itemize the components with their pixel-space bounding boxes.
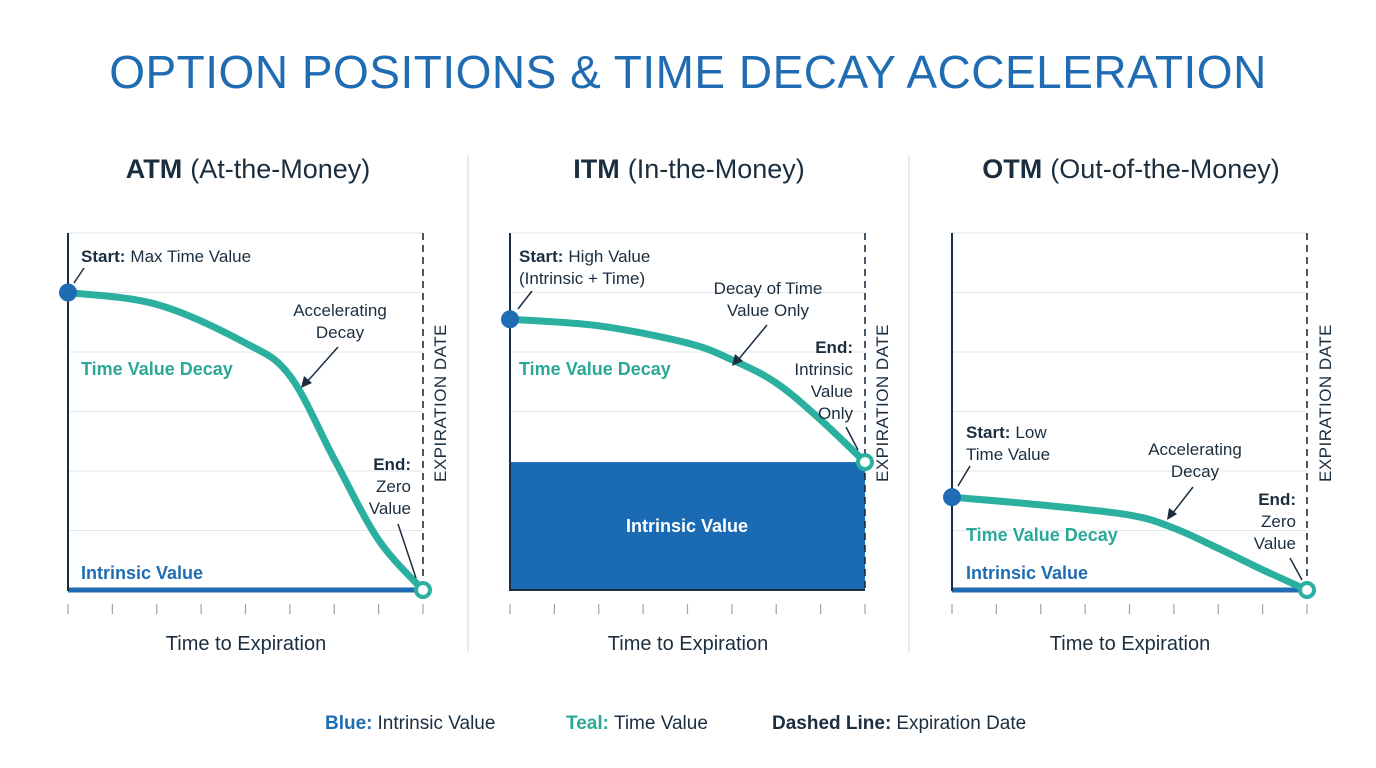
start-label: Start:Max Time Value bbox=[81, 247, 251, 266]
start-point-marker bbox=[943, 488, 961, 507]
end-point-marker bbox=[1298, 581, 1316, 599]
panel-full: (In-the-Money) bbox=[628, 154, 805, 184]
start-label: Start:High Value(Intrinsic + Time) bbox=[519, 247, 650, 288]
time-value-curve bbox=[948, 493, 1311, 594]
x-axis-label: Time to Expiration bbox=[1050, 633, 1210, 655]
intrinsic-label: Intrinsic Value bbox=[966, 563, 1088, 583]
start-leader-line bbox=[957, 465, 971, 487]
expiration-date-label: EXPIRATION DATE bbox=[431, 324, 450, 482]
start-point-marker bbox=[501, 310, 519, 329]
panel-title-atm: ATM (At-the-Money) bbox=[126, 154, 371, 184]
end-leader-line bbox=[1289, 557, 1303, 581]
x-axis-label: Time to Expiration bbox=[166, 633, 326, 655]
time-value-curve bbox=[506, 315, 869, 466]
end-leader-line bbox=[397, 523, 417, 579]
end-point-marker bbox=[414, 581, 432, 599]
panel-title-otm: OTM (Out-of-the-Money) bbox=[982, 154, 1280, 184]
arrow-line bbox=[305, 346, 339, 384]
arrow-head-icon bbox=[732, 354, 743, 366]
x-axis-label: Time to Expiration bbox=[608, 633, 768, 655]
decay-label: Time Value Decay bbox=[519, 359, 671, 379]
arrow-head-icon bbox=[1167, 508, 1177, 520]
legend-item-dashed: Dashed Line:Expiration Date bbox=[772, 713, 1026, 734]
end-leader-line bbox=[845, 426, 859, 451]
panel-abbr: ITM bbox=[573, 154, 620, 184]
decay-label: Time Value Decay bbox=[966, 525, 1118, 545]
panel-title-itm: ITM (In-the-Money) bbox=[573, 154, 805, 184]
start-leader-line bbox=[73, 267, 85, 284]
decay-label: Time Value Decay bbox=[81, 359, 233, 379]
intrinsic-label: Intrinsic Value bbox=[626, 516, 748, 536]
arrow-line bbox=[737, 324, 768, 361]
panel-full: (At-the-Money) bbox=[190, 154, 370, 184]
intrinsic-value-area bbox=[510, 462, 865, 590]
expiration-date-label: EXPIRATION DATE bbox=[1316, 324, 1335, 482]
panel-full: (Out-of-the-Money) bbox=[1050, 154, 1280, 184]
start-leader-line bbox=[517, 290, 533, 310]
time-value-curve bbox=[64, 289, 427, 594]
legend-item-teal: Teal:Time Value bbox=[566, 713, 708, 734]
itm-annotations: Start:High Value(Intrinsic + Time) Decay… bbox=[517, 247, 892, 536]
intrinsic-label: Intrinsic Value bbox=[81, 563, 203, 583]
plots bbox=[59, 232, 1316, 614]
panel-abbr: OTM bbox=[982, 154, 1042, 184]
page-title: OPTION POSITIONS & TIME DECAY ACCELERATI… bbox=[109, 46, 1267, 98]
arrow-line bbox=[1171, 486, 1194, 515]
expiration-date-label: EXPIRATION DATE bbox=[873, 324, 892, 482]
panel-abbr: ATM bbox=[126, 154, 182, 184]
end-point-marker bbox=[856, 453, 874, 472]
arrow-head-icon bbox=[301, 376, 312, 388]
start-point-marker bbox=[59, 283, 77, 302]
legend-item-blue: Blue:Intrinsic Value bbox=[325, 713, 495, 734]
